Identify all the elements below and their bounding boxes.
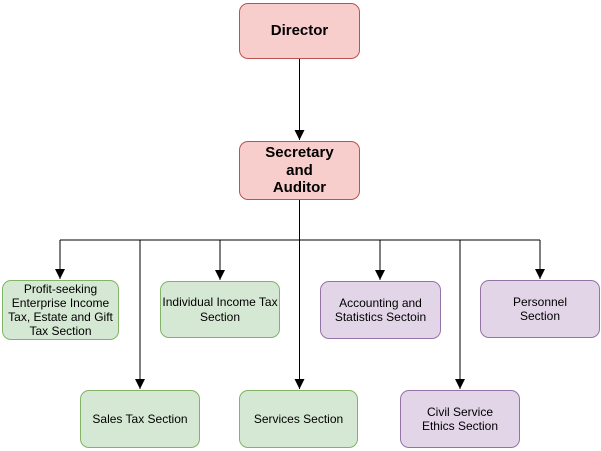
node-director-label: Director: [270, 22, 329, 40]
node-services-section-label: Services Section: [253, 411, 344, 426]
node-civil-service-ethics-section[interactable]: Civil Service Ethics Section: [400, 390, 520, 448]
node-individual-income-tax-section-label: Individual Income Tax Section: [162, 295, 278, 324]
node-profit-seeking-enterprise-income-tax-section[interactable]: Profit-seeking Enterprise Income Tax, Es…: [2, 280, 119, 340]
node-secretary-and-auditor[interactable]: Secretary and Auditor: [239, 141, 360, 200]
node-sales-tax-section-label: Sales Tax Section: [92, 411, 188, 426]
node-profit-seeking-enterprise-income-tax-section-label: Profit-seeking Enterprise Income Tax, Es…: [8, 281, 113, 339]
node-personnel-section[interactable]: Personnel Section: [480, 280, 600, 338]
node-accounting-and-statistics-section[interactable]: Accounting and Statistics Sectoin: [320, 281, 441, 339]
node-individual-income-tax-section[interactable]: Individual Income Tax Section: [160, 281, 280, 338]
node-accounting-and-statistics-section-label: Accounting and Statistics Sectoin: [334, 295, 427, 324]
node-personnel-section-label: Personnel Section: [512, 294, 568, 323]
node-sales-tax-section[interactable]: Sales Tax Section: [80, 390, 200, 448]
node-civil-service-ethics-section-label: Civil Service Ethics Section: [421, 404, 499, 433]
node-secretary-and-auditor-label: Secretary and Auditor: [265, 143, 334, 197]
node-services-section[interactable]: Services Section: [239, 390, 358, 448]
node-director[interactable]: Director: [239, 3, 360, 59]
